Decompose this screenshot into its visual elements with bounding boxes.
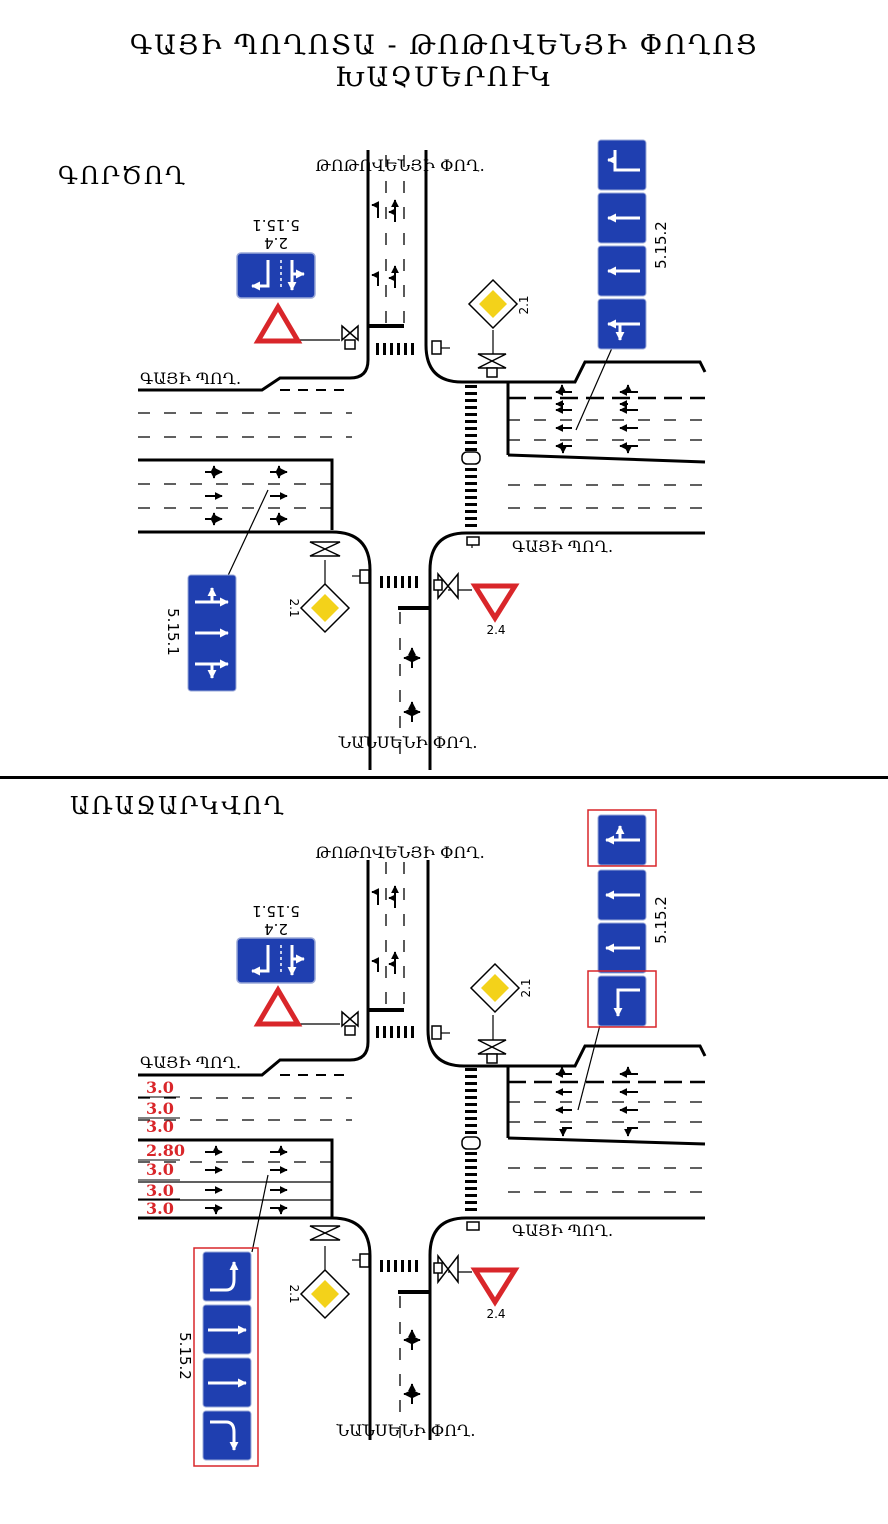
- street-label-south-proposed: ՆԱՆՍԵՆԻ ՓՈՂ.: [336, 1421, 476, 1440]
- lane-width-underlines: [138, 1096, 180, 1200]
- traffic-signals-proposed: [309, 1010, 507, 1285]
- lane-width-1: 3.0: [146, 1078, 174, 1097]
- yield-sign-se-proposed: [470, 1267, 520, 1307]
- lane-width-5: 3.0: [146, 1160, 174, 1179]
- title-line-1: ԳԱՅԻ ՊՈՂՈՏԱ - ԹՈԹՈՎԵՆՅԻ ՓՈՂՈՑ: [129, 30, 759, 61]
- street-label-west-proposed: ԳԱՅԻ ՊՈՂ.: [140, 1053, 241, 1072]
- crosswalks-existing: [376, 343, 418, 588]
- lane-width-4: 2.80: [146, 1141, 185, 1160]
- priority-sign-ne-existing: [467, 278, 519, 330]
- priority-sign-sw-proposed: [299, 1268, 351, 1320]
- lane-width-6: 3.0: [146, 1181, 174, 1200]
- yield-sign-nw-proposed: [253, 985, 303, 1027]
- lane-lines-west-proposed: [138, 1161, 332, 1201]
- street-label-west-existing: ԳԱՅԻ ՊՈՂ.: [140, 369, 241, 388]
- highlight-box-ne-bottom: [587, 970, 657, 1028]
- road-edges-proposed: [138, 860, 707, 1440]
- lane-signs-sw-existing: [187, 574, 237, 692]
- sign-code-nw-main-proposed: 5.15.1: [252, 902, 300, 920]
- section-label-proposed: ԱՌԱՋԱՐԿՎՈՂ: [70, 792, 286, 820]
- lane-arrows-north-proposed: [371, 885, 399, 974]
- section-label-existing: ԳՈՐԾՈՂ: [58, 162, 188, 190]
- highlight-box-ne-top: [587, 809, 657, 867]
- lane-width-3: 3.0: [146, 1117, 174, 1136]
- street-label-east-proposed: ԳԱՅԻ ՊՈՂ.: [512, 1221, 613, 1240]
- lane-signs-ne-existing: [597, 139, 647, 350]
- crosswalks-proposed: [376, 1026, 418, 1272]
- street-label-east-existing: ԳԱՅԻ ՊՈՂ.: [512, 537, 613, 556]
- street-label-north-proposed: ԹՈԹՈՎԵՆՅԻ ՓՈՂ.: [315, 843, 484, 862]
- sign-code-sw-lanes-existing: 5.15.1: [164, 608, 182, 656]
- sign-code-sw-lanes-proposed: 5.15.2: [176, 1332, 194, 1380]
- lane-arrows-south-existing: [403, 647, 421, 722]
- title-line-2: ԽԱՉՄԵՐՈՒԿ: [334, 62, 554, 93]
- sign-code-se-yield-existing: 2.4: [486, 623, 505, 637]
- lane-arrows-west-proposed: [205, 1145, 288, 1215]
- lane-arrows-west-existing: [205, 465, 288, 526]
- lane-signs-sw-proposed: [193, 1247, 259, 1467]
- sign-code-ne-priority-proposed: 2.1: [519, 978, 533, 997]
- sign-code-ne-lanes-proposed: 5.15.2: [652, 896, 670, 944]
- sign-code-nw-yield-existing: 2.4: [264, 234, 288, 252]
- lane-arrows-south-proposed: [403, 1329, 421, 1404]
- street-label-north-existing: ԹՈԹՈՎԵՆՅԻ ՓՈՂ.: [315, 156, 484, 175]
- road-edges-existing: [138, 150, 707, 770]
- lane-arrows-east-existing: [555, 384, 638, 454]
- intersection-existing: ԹՈԹՈՎԵՆՅԻ ՓՈՂ. ԳԱՅԻ ՊՈՂ. ԳԱՅԻ ՊՈՂ. ՆԱՆՍԵ…: [138, 139, 707, 770]
- leader-lines-proposed: [251, 1015, 601, 1273]
- sign-code-ne-lanes-existing: 5.15.2: [652, 221, 670, 269]
- priority-sign-ne-proposed: [469, 962, 521, 1014]
- lane-widths: 3.0 3.0 3.0 2.80 3.0 3.0 3.0: [146, 1078, 185, 1218]
- lane-markings-proposed: [138, 862, 705, 1440]
- lane-width-7: 3.0: [146, 1199, 174, 1218]
- sign-code-sw-priority-existing: 2.1: [287, 598, 301, 617]
- lane-width-2: 3.0: [146, 1099, 174, 1118]
- lane-sign-nw-existing: [236, 252, 316, 299]
- traffic-signals-existing: [309, 324, 507, 601]
- priority-sign-sw-existing: [299, 582, 351, 634]
- lane-markings-existing: [138, 155, 705, 768]
- highlight-box-sw: [193, 1247, 259, 1467]
- lane-arrows-north-existing: [371, 199, 399, 288]
- lane-signs-ne-proposed: [587, 809, 657, 1028]
- lane-arrows-east-proposed: [555, 1066, 638, 1137]
- sign-code-se-yield-proposed: 2.4: [486, 1307, 505, 1321]
- sign-code-ne-priority-existing: 2.1: [517, 295, 531, 314]
- sign-code-nw-yield-proposed: 2.4: [264, 920, 288, 938]
- yield-sign-se-existing: [470, 583, 520, 623]
- sign-code-nw-main-existing: 5.15.1: [252, 216, 300, 234]
- lane-sign-nw-proposed: [236, 937, 316, 984]
- section-divider: [0, 776, 888, 779]
- street-label-south-existing: ՆԱՆՍԵՆԻ ՓՈՂ.: [338, 733, 478, 752]
- leader-lines-existing: [224, 330, 613, 591]
- yield-sign-nw-existing: [253, 302, 303, 344]
- sign-code-sw-priority-proposed: 2.1: [287, 1284, 301, 1303]
- intersection-proposed: 3.0 3.0 3.0 2.80 3.0 3.0 3.0 ԹՈԹՈՎԵՆՅԻ Փ…: [138, 809, 707, 1467]
